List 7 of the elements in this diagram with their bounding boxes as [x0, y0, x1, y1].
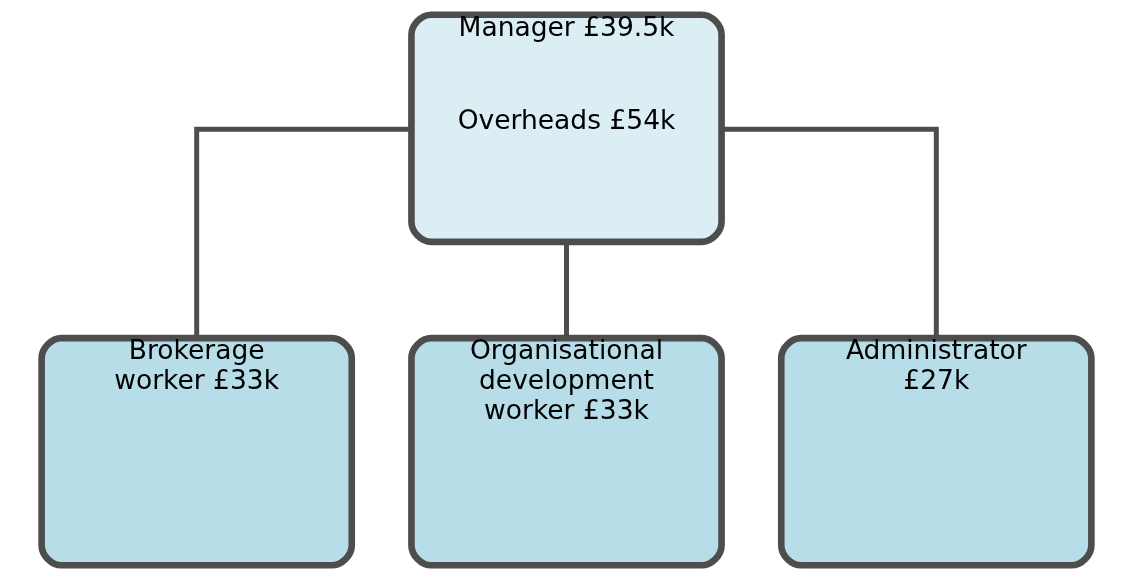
connector: [563, 242, 569, 338]
node-box: Administrator £27k: [777, 334, 1095, 569]
node-box: Organisational development worker £33k: [407, 334, 725, 569]
connector: [721, 126, 939, 338]
node-box: Brokerage worker £33k: [37, 334, 355, 569]
node-box: Manager £39.5k Overheads £54k: [407, 11, 725, 246]
connector: [193, 126, 411, 338]
